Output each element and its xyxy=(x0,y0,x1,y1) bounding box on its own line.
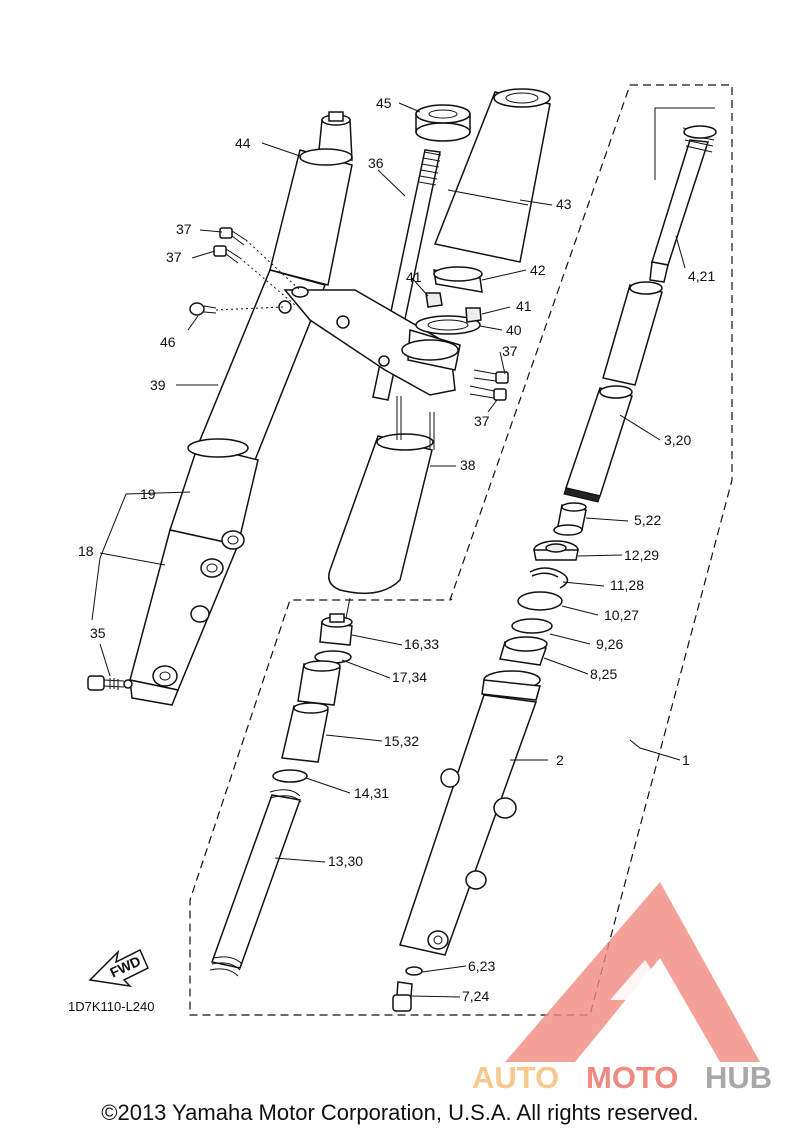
spacer-15a xyxy=(297,660,341,706)
callout-43: 43 xyxy=(556,196,572,212)
callout-37-b: 37 xyxy=(166,249,182,265)
watermark-inner-triangle xyxy=(610,960,672,1000)
assembled-fork-leg xyxy=(129,111,353,706)
callout-13-30: 13,30 xyxy=(328,853,363,869)
callout-44: 44 xyxy=(235,135,251,151)
callout-41-a: 41 xyxy=(406,269,422,285)
washer-14 xyxy=(272,769,308,783)
steering-stem xyxy=(278,149,461,401)
callout-14-31: 14,31 xyxy=(354,785,389,801)
ring-40 xyxy=(415,315,481,335)
watermark-triangle xyxy=(505,882,760,1062)
callout-6-23: 6,23 xyxy=(468,958,495,974)
callout-16-33: 16,33 xyxy=(404,636,439,652)
fwd-direction-arrow: FWD xyxy=(88,948,149,988)
callout-11-28: 11,28 xyxy=(610,577,644,593)
callout-41-b: 41 xyxy=(516,298,532,314)
callout-15-32: 15,32 xyxy=(384,733,419,749)
callout-7-24: 7,24 xyxy=(462,988,489,1004)
callout-5-22: 5,22 xyxy=(634,512,661,528)
bearing-45 xyxy=(415,104,471,142)
spring-13 xyxy=(209,789,302,977)
inner-tube-3 xyxy=(563,385,633,503)
callout-36: 36 xyxy=(368,155,384,171)
callout-18: 18 xyxy=(78,543,94,559)
screw-46 xyxy=(189,302,217,316)
assembly-boundary xyxy=(189,84,733,1016)
damper-rod-4 xyxy=(649,125,717,283)
watermark-text-moto: MOTO xyxy=(586,1060,678,1095)
inner-tube-part xyxy=(602,281,663,386)
callout-39: 39 xyxy=(150,377,166,393)
bolt-35 xyxy=(87,675,133,691)
clip-11 xyxy=(529,567,569,589)
leader-lines xyxy=(91,102,715,998)
bolt-7 xyxy=(392,981,413,1012)
callout-4-21: 4,21 xyxy=(688,268,715,284)
callout-37-d: 37 xyxy=(474,413,490,429)
callout-3-20: 3,20 xyxy=(664,432,691,448)
nuts-41 xyxy=(425,292,482,323)
callout-19: 19 xyxy=(140,486,156,502)
callout-35: 35 xyxy=(90,625,106,641)
ring-9 xyxy=(511,618,553,634)
cap-bolt-16 xyxy=(319,613,353,646)
callout-37-c: 37 xyxy=(502,343,518,359)
callout-42: 42 xyxy=(530,262,546,278)
fork-cover-38 xyxy=(328,396,435,595)
callout-8-25: 8,25 xyxy=(590,666,617,682)
callout-37-a: 37 xyxy=(176,221,192,237)
callout-46: 46 xyxy=(160,334,176,350)
callout-12-29: 12,29 xyxy=(624,547,659,563)
washer-42 xyxy=(433,266,483,293)
oil-seal-12 xyxy=(533,540,579,561)
callout-1: 1 xyxy=(682,752,690,768)
copyright-notice: ©2013 Yamaha Motor Corporation, U.S.A. A… xyxy=(101,1100,699,1125)
outer-tube-2 xyxy=(399,670,541,956)
watermark-logo: AUTO MOTO HUB xyxy=(472,882,772,1095)
inner-assembly-boundary xyxy=(449,597,453,601)
callout-9-26: 9,26 xyxy=(596,636,623,652)
washer-10 xyxy=(517,591,563,611)
bushing-8 xyxy=(499,636,548,666)
callout-2: 2 xyxy=(556,752,564,768)
watermark-text-auto: AUTO xyxy=(472,1060,559,1095)
bushing-5 xyxy=(553,502,587,536)
callout-10-27: 10,27 xyxy=(604,607,639,623)
callout-45: 45 xyxy=(376,95,392,111)
washer-6 xyxy=(405,966,423,976)
spacer-15 xyxy=(281,702,329,763)
callout-17-34: 17,34 xyxy=(392,669,427,685)
bolts-37 xyxy=(213,227,509,401)
callout-40: 40 xyxy=(506,322,522,338)
diagram-code: 1D7K110-L240 xyxy=(68,999,155,1014)
cover-43 xyxy=(433,88,551,263)
watermark-text-hub: HUB xyxy=(705,1060,772,1095)
callout-38: 38 xyxy=(460,457,476,473)
